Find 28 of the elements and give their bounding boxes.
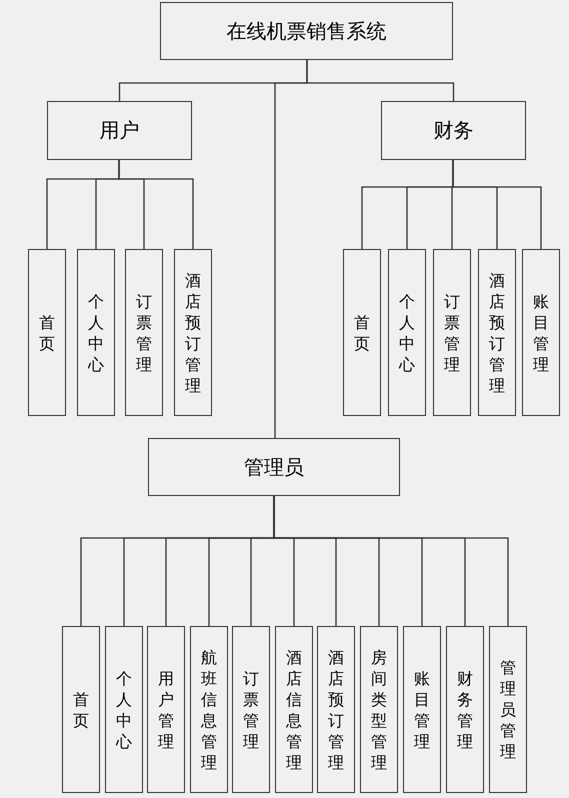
module-box: 订票管理 [232,626,270,793]
module-box: 账目管理 [522,249,560,416]
connector-line [452,160,542,249]
category-box: 在线机票销售系统 [160,2,453,60]
module-box: 订票管理 [433,249,471,416]
module-box: 酒店预订管理 [317,626,355,793]
module-box: 酒店信息管理 [275,626,313,793]
module-box: 酒店预订管理 [478,249,516,416]
connector-line [118,160,194,249]
module-box: 个人中心 [77,249,115,416]
module-box: 房间类型管理 [360,626,398,793]
module-box: 个人中心 [388,249,426,416]
module-box: 酒店预订管理 [174,249,212,416]
module-box: 财务管理 [446,626,484,793]
module-box: 首页 [28,249,66,416]
module-box: 个人中心 [105,626,143,793]
connector-line [274,60,308,438]
connector-line [273,496,509,626]
category-box: 用户 [47,101,192,160]
module-box: 首页 [343,249,381,416]
module-box: 订票管理 [125,249,163,416]
category-box: 管理员 [148,438,400,496]
module-box: 首页 [62,626,100,793]
category-box: 财务 [381,101,526,160]
module-box: 账目管理 [403,626,441,793]
module-box: 航班信息管理 [190,626,228,793]
module-box: 管理员管理 [489,626,527,793]
module-box: 用户管理 [147,626,185,793]
